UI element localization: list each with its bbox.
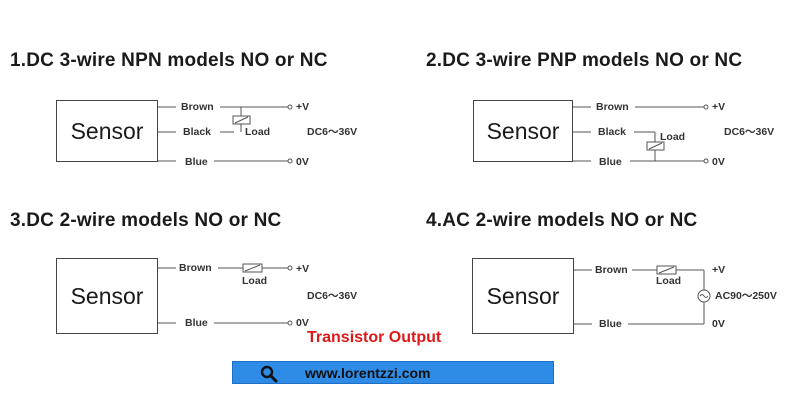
diagram-1-zero-terminal — [287, 158, 293, 164]
diagram-4-sensor-label: Sensor — [486, 282, 560, 309]
diagram-4-supply-label: AC90～250V — [715, 290, 777, 302]
diagram-4-wire-brown-label: Brown — [595, 264, 628, 276]
diagram-2-zero-terminal — [703, 158, 709, 164]
diagram-1-terminal-plus-label: +V — [296, 101, 310, 113]
transistor-output-caption: Transistor Output — [307, 329, 442, 346]
diagram-1-wire-black-label: Black — [183, 126, 212, 138]
diagram-3-terminal-zero-label: 0V — [296, 317, 309, 329]
diagram-1-sensor-box: Sensor — [56, 100, 158, 162]
diagram-4-terminal-zero-label: 0V — [712, 318, 725, 330]
diagram-2-sensor-box: Sensor — [473, 100, 573, 162]
diagram-4-wire-blue-label: Blue — [599, 318, 622, 330]
diagram-2-title: 2.DC 3-wire PNP models NO or NC — [426, 50, 743, 71]
diagram-4-terminal-plus-label: +V — [712, 264, 726, 276]
diagram-1-load-label: Load — [245, 126, 271, 138]
diagram-2-wiring — [573, 104, 709, 164]
diagram-1-plus-terminal — [287, 104, 293, 110]
diagram-2-sensor-label: Sensor — [486, 117, 560, 144]
diagram-4-load-label: Load — [656, 275, 682, 287]
diagram-3-load-label: Load — [242, 275, 268, 287]
diagram-4-sensor-box: Sensor — [472, 258, 574, 334]
diagram-4-title: 4.AC 2-wire models NO or NC — [426, 210, 698, 231]
diagram-3-terminal-plus-label: +V — [296, 263, 310, 275]
diagram-1-wiring — [158, 104, 293, 164]
diagram-3-title: 3.DC 2-wire models NO or NC — [10, 210, 282, 231]
diagram-2-wire-blue-label: Blue — [599, 156, 622, 168]
diagram-3-wiring — [158, 263, 293, 326]
diagram-2-load-label: Load — [660, 131, 686, 143]
diagram-2-wire-black-label: Black — [598, 126, 627, 138]
diagram-3-zero-terminal — [287, 320, 293, 326]
diagram-1-terminal-zero-label: 0V — [296, 156, 309, 168]
diagram-3-wire-brown-label: Brown — [179, 262, 212, 274]
website-url-link[interactable]: www.lorentzzi.com — [305, 365, 431, 381]
diagram-3-wire-blue-label: Blue — [185, 317, 208, 329]
diagram-2-wire-brown-label: Brown — [596, 101, 629, 113]
diagram-3-plus-terminal — [287, 265, 293, 271]
diagram-3-sensor-box: Sensor — [56, 258, 158, 334]
diagram-2-supply-label: DC6～36V — [724, 126, 775, 138]
diagram-1-wire-brown-label: Brown — [181, 101, 214, 113]
diagram-2-terminal-plus-label: +V — [712, 101, 726, 113]
diagram-1-sensor-label: Sensor — [70, 117, 144, 144]
search-icon[interactable] — [260, 365, 278, 383]
diagram-2-plus-terminal — [703, 104, 709, 110]
diagram-4-wiring — [574, 265, 711, 325]
diagram-1-title: 1.DC 3-wire NPN models NO or NC — [10, 50, 328, 71]
diagram-1-supply-label: DC6～36V — [307, 126, 358, 138]
website-banner[interactable]: www.lorentzzi.com — [232, 361, 554, 384]
diagram-3-supply-label: DC6～36V — [307, 290, 358, 302]
diagram-2-terminal-zero-label: 0V — [712, 156, 725, 168]
diagram-3-sensor-label: Sensor — [70, 282, 144, 309]
diagram-1-wire-blue-label: Blue — [185, 156, 208, 168]
